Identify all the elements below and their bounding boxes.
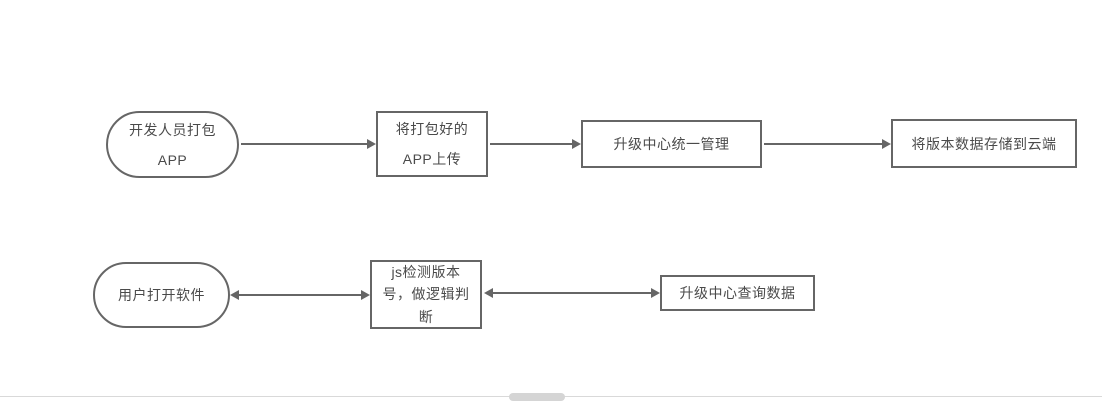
arrowhead-right-icon xyxy=(361,290,370,300)
node-label-line: 用户打开软件 xyxy=(118,287,205,303)
node-label-line: 升级中心查询数据 xyxy=(679,285,796,301)
node-label-line: APP上传 xyxy=(402,151,462,167)
connector-package-to-upload[interactable] xyxy=(241,139,376,149)
node-js-check-version[interactable]: js检测版本 号，做逻辑判 断 xyxy=(370,260,482,329)
node-upgrade-center-query[interactable]: 升级中心查询数据 xyxy=(660,275,815,311)
arrowhead-left-icon xyxy=(484,288,493,298)
connector-upload-to-manage[interactable] xyxy=(490,139,581,149)
node-label-line: js检测版本 xyxy=(391,263,461,280)
connector-manage-to-cloud[interactable] xyxy=(764,139,891,149)
node-store-version-to-cloud[interactable]: 将版本数据存储到云端 xyxy=(891,119,1077,168)
node-label-line: 将打包好的 xyxy=(395,121,469,137)
node-label-line: 号，做逻辑判 xyxy=(382,286,470,303)
node-label-line: 升级中心统一管理 xyxy=(613,136,730,152)
arrowhead-right-icon xyxy=(367,139,376,149)
arrowhead-right-icon xyxy=(572,139,581,149)
arrowhead-left-icon xyxy=(230,290,239,300)
connector-jscheck-to-query[interactable] xyxy=(484,288,660,298)
node-upgrade-center-manage[interactable]: 升级中心统一管理 xyxy=(581,120,762,168)
connector-user-to-jscheck[interactable] xyxy=(230,290,370,300)
node-user-open-software[interactable]: 用户打开软件 xyxy=(93,262,230,328)
arrowhead-right-icon xyxy=(882,139,891,149)
node-label-line: 断 xyxy=(418,308,434,325)
arrowhead-right-icon xyxy=(651,288,660,298)
horizontal-scrollbar-thumb[interactable] xyxy=(509,393,565,401)
node-upload-packaged-app[interactable]: 将打包好的 APP上传 xyxy=(376,111,488,177)
node-label-line: APP xyxy=(157,151,188,168)
node-label-line: 开发人员打包 xyxy=(129,121,216,138)
node-developer-package-app[interactable]: 开发人员打包 APP xyxy=(106,111,239,178)
node-label-line: 将版本数据存储到云端 xyxy=(911,135,1057,152)
